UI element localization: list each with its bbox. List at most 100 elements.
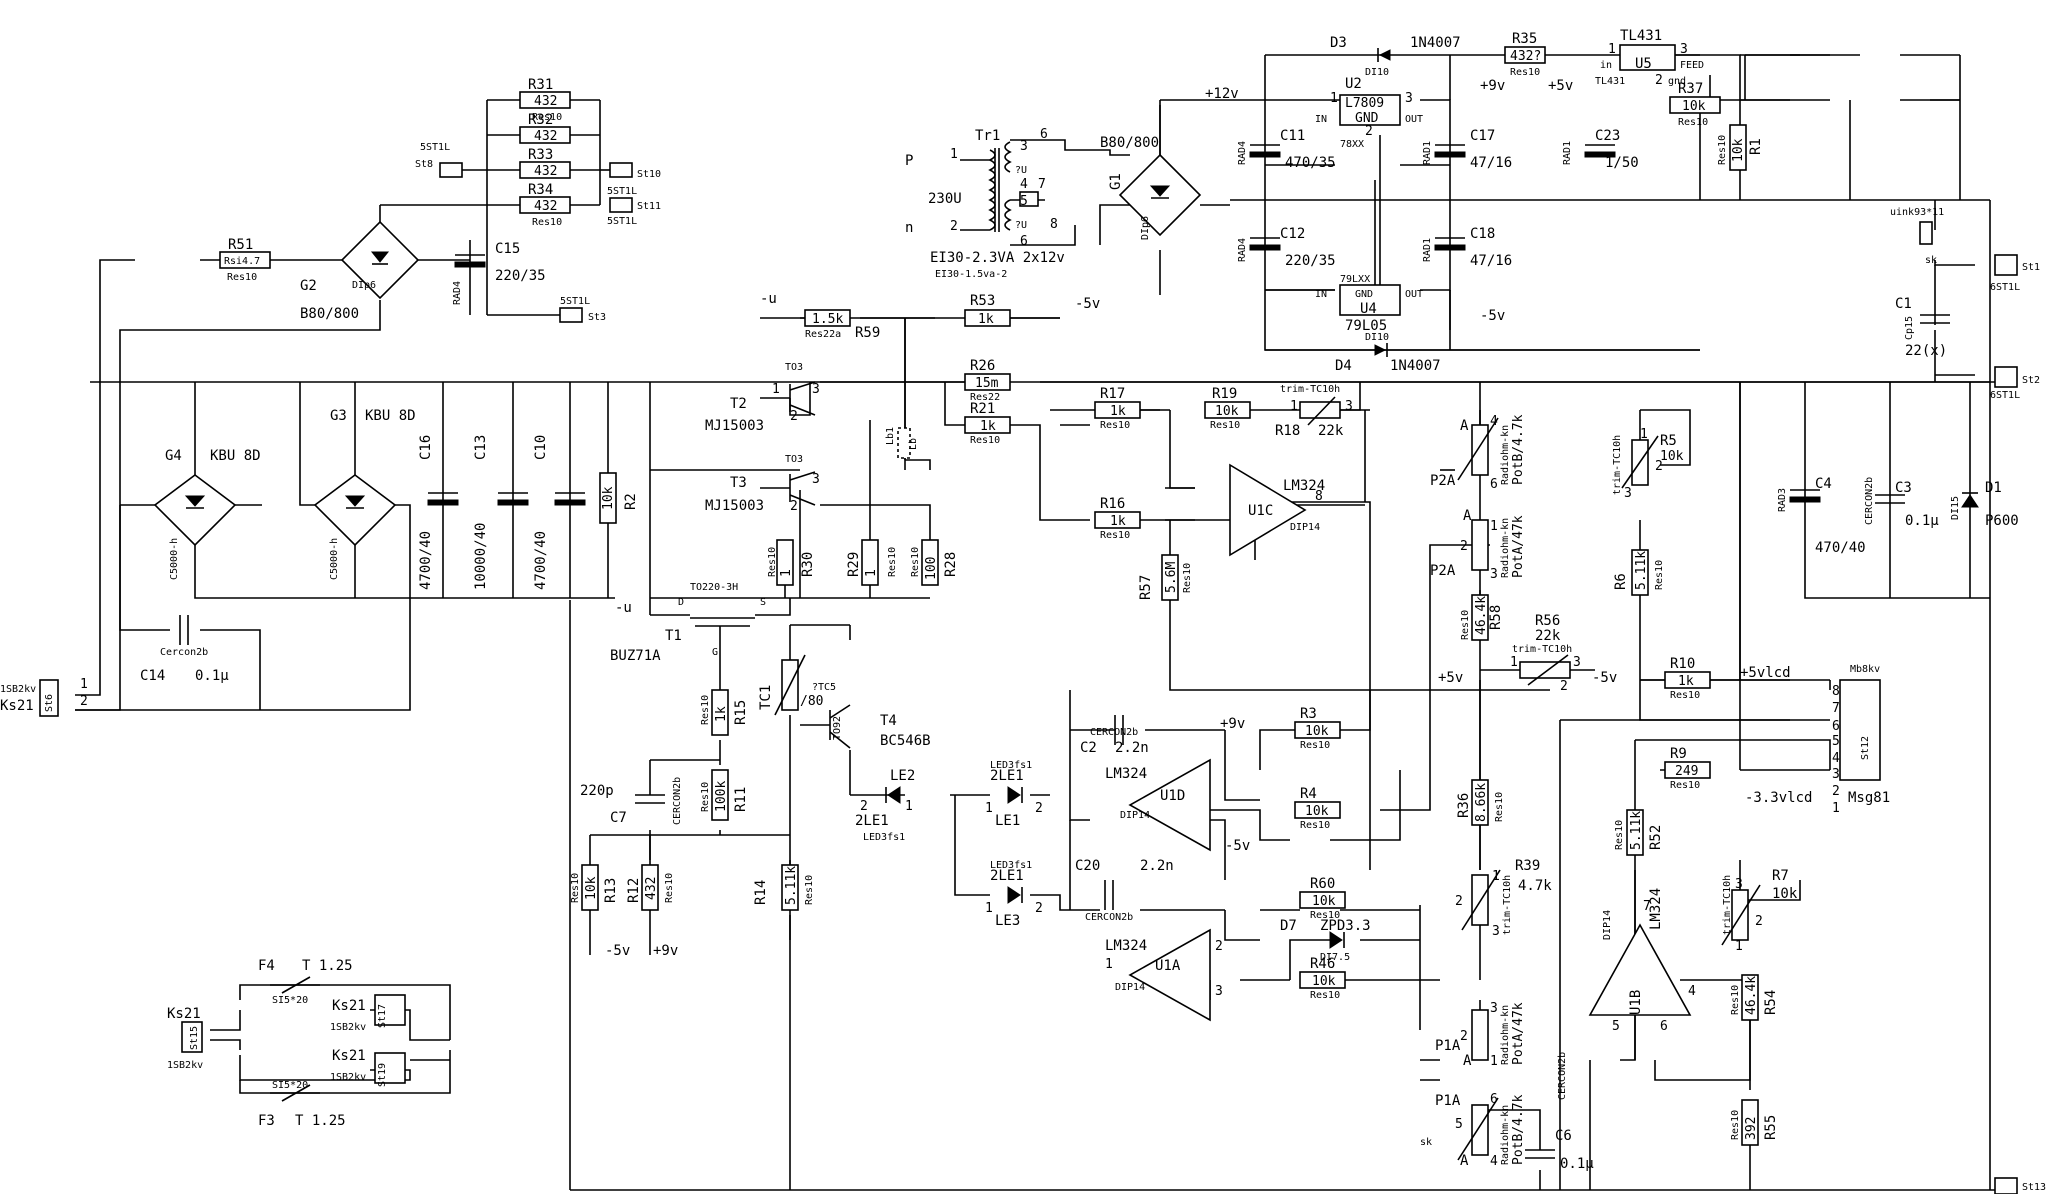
- svg-text:3: 3: [1345, 399, 1353, 414]
- svg-text:R57: R57: [1138, 575, 1154, 600]
- svg-text:2.2n: 2.2n: [1115, 740, 1149, 756]
- svg-text:10k: 10k: [584, 876, 599, 900]
- svg-text:Res10: Res10: [700, 782, 711, 812]
- resistor-r26: R26 15m Res22: [964, 358, 1011, 403]
- svg-text:St2: St2: [2022, 375, 2040, 386]
- svg-text:n: n: [905, 220, 913, 236]
- svg-text:3: 3: [812, 472, 820, 487]
- svg-text:1.5k: 1.5k: [812, 312, 843, 327]
- svg-text:CERCON2b: CERCON2b: [1090, 727, 1138, 738]
- svg-text:5.11k: 5.11k: [1634, 551, 1649, 590]
- svg-text:C12: C12: [1280, 226, 1305, 242]
- svg-text:B80/800: B80/800: [300, 306, 359, 322]
- svg-text:432: 432: [644, 877, 659, 900]
- resistor-r36: 8.66k R36 Res10: [1456, 779, 1505, 826]
- svg-text:Radiohm-kn: Radiohm-kn: [1500, 425, 1511, 485]
- svg-text:220p: 220p: [580, 783, 614, 799]
- svg-text:P1A: P1A: [1435, 1038, 1461, 1054]
- svg-text:1SB2kv: 1SB2kv: [167, 1060, 203, 1071]
- svg-text:Res10: Res10: [887, 547, 898, 577]
- svg-text:R37: R37: [1678, 81, 1703, 97]
- svg-text:-u: -u: [615, 600, 632, 616]
- svg-text:1k: 1k: [1110, 404, 1126, 419]
- svg-text:RAD1: RAD1: [1562, 141, 1573, 165]
- svg-text:3: 3: [1832, 767, 1840, 782]
- svg-text:2LE1: 2LE1: [855, 813, 889, 829]
- capacitor-c16: C16 4700/40: [418, 435, 459, 590]
- svg-text:R18: R18: [1275, 423, 1300, 439]
- svg-text:Tr1: Tr1: [975, 128, 1000, 144]
- svg-text:sk: sk: [1925, 255, 1937, 266]
- svg-text:P2A: P2A: [1430, 563, 1456, 579]
- svg-text:L7809: L7809: [1345, 96, 1384, 111]
- led-le1: LED3fs1 2LE1 1 2 LE1: [985, 760, 1043, 829]
- svg-text:-5v: -5v: [1075, 296, 1100, 312]
- connector-st12: Mb8kv +5vlcd -3.3vlcd Msg81 St12 8 7 6 5…: [1740, 664, 1890, 816]
- svg-text:R51: R51: [228, 237, 253, 253]
- connector-st10: St10: [609, 162, 661, 180]
- svg-text:1SB2kv: 1SB2kv: [330, 1072, 366, 1083]
- potentiometer-p2a-b: P2A A Radiohm-kn PotB/4.7k 4 6: [1430, 414, 1526, 492]
- svg-text:CERCON2b: CERCON2b: [1864, 477, 1875, 525]
- resistor-r52: 5.11k R52 Res10: [1614, 809, 1664, 856]
- svg-text:R53: R53: [970, 293, 995, 309]
- svg-text:R32: R32: [528, 112, 553, 128]
- svg-text:5ST1L: 5ST1L: [420, 142, 450, 153]
- resistor-r11: 100k R11 Res10: [700, 769, 749, 821]
- svg-text:3: 3: [1573, 655, 1581, 670]
- resistor-r54: 46.4k R54 Res10: [1730, 974, 1779, 1021]
- svg-text:220/35: 220/35: [495, 268, 546, 284]
- svg-text:GND: GND: [1355, 111, 1379, 126]
- svg-text:Res10: Res10: [1670, 690, 1700, 701]
- svg-text:T4: T4: [880, 713, 897, 729]
- svg-text:PotB/4.7k: PotB/4.7k: [1511, 414, 1526, 485]
- svg-text:C23: C23: [1595, 128, 1620, 144]
- svg-text:Msg81: Msg81: [1848, 790, 1890, 806]
- svg-text:R34: R34: [528, 182, 553, 198]
- svg-text:C2: C2: [1080, 740, 1097, 756]
- svg-text:C15: C15: [495, 241, 520, 257]
- svg-text:F4: F4: [258, 958, 275, 974]
- svg-text:DIp6: DIp6: [352, 280, 376, 291]
- resistor-r13: 10k R13 Res10: [570, 864, 619, 911]
- svg-text:2: 2: [1455, 894, 1463, 909]
- thermistor-tc1: TC1 /80 ?TC5: [758, 654, 836, 716]
- svg-text:DI15: DI15: [1950, 496, 1961, 520]
- svg-text:0.1µ: 0.1µ: [195, 668, 229, 684]
- svg-text:D7: D7: [1280, 918, 1297, 934]
- svg-text:6: 6: [1490, 477, 1498, 492]
- svg-text:7: 7: [1038, 177, 1046, 192]
- svg-text:D4: D4: [1335, 358, 1352, 374]
- svg-text:2: 2: [1035, 901, 1043, 916]
- trimmer-r56: R56 22k trim-TC10h 1 3 2: [1510, 613, 1581, 694]
- capacitor-c2: CERCON2b C2 2.2n: [1080, 715, 1149, 756]
- svg-text:R39: R39: [1515, 858, 1540, 874]
- svg-text:R12: R12: [626, 878, 642, 903]
- svg-text:trim-TC10h: trim-TC10h: [1722, 875, 1733, 935]
- svg-text:-3.3vlcd: -3.3vlcd: [1745, 790, 1812, 806]
- svg-text:Res10: Res10: [1460, 610, 1471, 640]
- svg-text:A: A: [1463, 1053, 1472, 1069]
- svg-text:Res10: Res10: [804, 875, 815, 905]
- svg-text:Res10: Res10: [1678, 117, 1708, 128]
- svg-text:G3: G3: [330, 408, 347, 424]
- svg-text:R31: R31: [528, 77, 553, 93]
- svg-text:Cercon2b: Cercon2b: [160, 647, 208, 658]
- svg-text:RAD1: RAD1: [1422, 238, 1433, 262]
- svg-text:OUT: OUT: [1405, 289, 1423, 300]
- svg-text:6: 6: [1040, 127, 1048, 142]
- resistor-r53: R53 1k: [964, 293, 1011, 327]
- resistor-r19: R19 10k Res10: [1204, 386, 1251, 431]
- svg-text:3: 3: [1020, 139, 1028, 154]
- svg-text:432: 432: [534, 199, 557, 214]
- resistor-r33: R33 432: [519, 147, 571, 179]
- svg-text:R17: R17: [1100, 386, 1125, 402]
- svg-text:Res10: Res10: [1300, 820, 1330, 831]
- svg-text:10k: 10k: [1772, 886, 1798, 902]
- svg-text:5ST1L: 5ST1L: [560, 296, 590, 307]
- svg-text:8: 8: [1832, 684, 1840, 699]
- svg-text:SI5*20: SI5*20: [272, 995, 308, 1006]
- svg-text:2: 2: [1460, 1029, 1468, 1044]
- svg-text:Res10: Res10: [970, 435, 1000, 446]
- svg-text:St19: St19: [377, 1063, 388, 1087]
